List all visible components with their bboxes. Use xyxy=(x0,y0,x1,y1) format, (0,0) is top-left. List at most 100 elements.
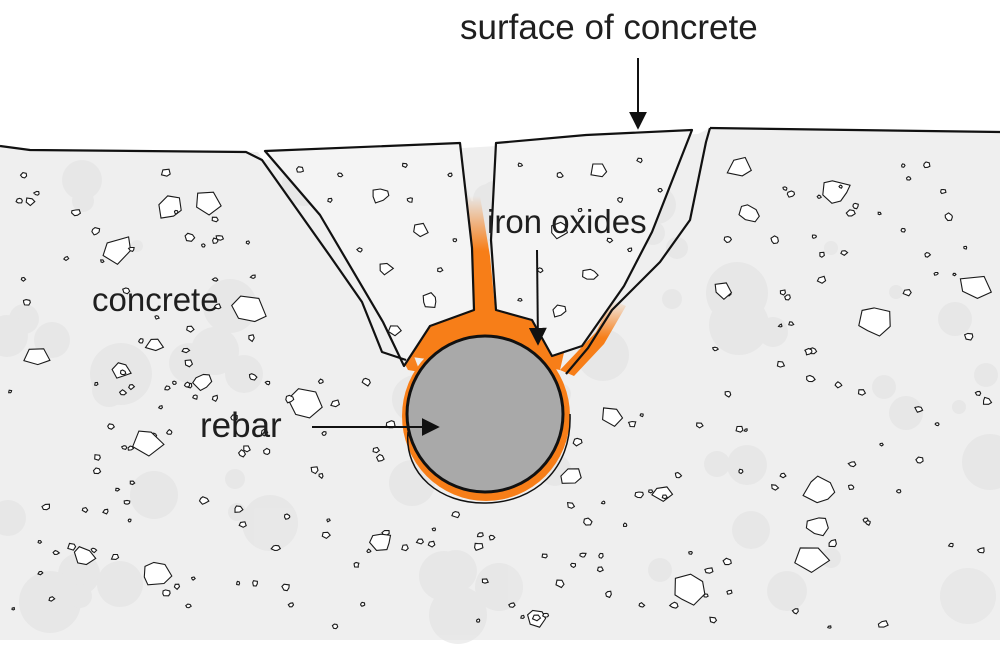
aggregate-stone xyxy=(709,616,718,624)
aggregate-stone xyxy=(452,238,458,243)
texture-spot xyxy=(0,315,28,357)
aggregate-stone xyxy=(622,522,628,527)
aggregate-stone xyxy=(569,562,577,569)
aggregate-stone xyxy=(372,446,381,454)
aggregate-stone xyxy=(940,188,947,195)
aggregate-stone xyxy=(185,603,192,609)
aggregate-stone xyxy=(212,237,219,244)
aggregate-stone xyxy=(661,494,668,500)
aggregate-stone xyxy=(198,496,210,505)
aggregate-stone xyxy=(11,606,16,611)
aggregate-stone xyxy=(827,625,832,629)
rebar-label: rebar xyxy=(200,406,282,445)
aggregate-stone xyxy=(415,538,425,545)
aggregate-stone xyxy=(475,618,481,623)
aggregate-stone xyxy=(952,272,957,277)
aggregate-stone xyxy=(560,468,582,484)
aggregate-stone xyxy=(877,620,889,628)
aggregate-stone xyxy=(901,163,906,168)
aggregate-stone xyxy=(944,212,953,222)
aggregate-stone xyxy=(447,172,453,178)
aggregate-stone xyxy=(192,394,198,400)
aggregate-stone xyxy=(726,156,753,177)
aggregate-stone xyxy=(572,437,583,447)
texture-spot xyxy=(419,551,469,601)
iron-oxides-arrow xyxy=(528,249,547,346)
aggregate-stone xyxy=(264,380,271,386)
aggregate-stone xyxy=(52,549,61,555)
aggregate-stone xyxy=(779,289,786,296)
aggregate-stones xyxy=(8,156,993,630)
aggregate-stone xyxy=(94,381,99,386)
aggregate-stone xyxy=(15,197,23,204)
aggregate-stone xyxy=(310,466,319,475)
aggregate-stone xyxy=(974,390,982,396)
aggregate-stone xyxy=(556,171,564,178)
spalled-fragment-left xyxy=(263,141,476,368)
aggregate-stone xyxy=(157,405,164,410)
aggregate-stone xyxy=(879,442,884,447)
aggregate-stone xyxy=(476,532,484,538)
aggregate-stone xyxy=(366,548,372,554)
texture-spot xyxy=(666,237,688,259)
aggregate-stone xyxy=(102,236,132,266)
aggregate-stone xyxy=(552,304,567,318)
texture-spot xyxy=(19,571,81,633)
aggregate-stone xyxy=(401,544,409,552)
aggregate-stone xyxy=(474,542,484,551)
aggregate-stone xyxy=(819,251,825,258)
iron-oxides-label: iron oxides xyxy=(487,203,647,240)
aggregate-stone xyxy=(237,449,247,458)
texture-spot xyxy=(130,471,178,519)
aggregate-stone xyxy=(191,576,196,581)
aggregate-stone xyxy=(915,456,924,464)
aggregate-stone xyxy=(816,275,827,284)
aggregate-stone xyxy=(437,267,444,273)
aggregate-stone xyxy=(211,277,219,282)
aggregate-stone xyxy=(784,294,791,301)
aggregate-stone xyxy=(160,168,171,177)
aggregate-stone xyxy=(634,491,644,499)
aggregate-stone xyxy=(406,197,414,203)
aggregate-stone xyxy=(122,287,131,295)
aggregate-stone xyxy=(905,175,912,181)
aggregate-stone xyxy=(924,252,932,258)
aggregate-stone xyxy=(107,423,116,430)
aggregate-stone xyxy=(181,347,191,354)
aggregate-stone xyxy=(857,389,867,396)
texture-spot xyxy=(974,363,998,387)
concrete-label: concrete xyxy=(92,281,219,318)
aggregate-stone xyxy=(451,511,461,519)
aggregate-stone xyxy=(582,268,599,280)
aggregate-stone xyxy=(186,325,195,333)
aggregate-stone xyxy=(317,378,324,385)
aggregate-stone xyxy=(738,204,760,223)
texture-spot xyxy=(68,584,92,608)
aggregate-stone xyxy=(822,180,851,204)
aggregate-stone xyxy=(933,271,939,276)
texture-spot xyxy=(980,463,1000,483)
aggregate-stone xyxy=(245,240,251,245)
aggregate-stone xyxy=(600,500,606,505)
aggregate-stone xyxy=(583,517,593,526)
aggregate-stone xyxy=(238,521,247,528)
aggregate-stone xyxy=(196,191,222,216)
aggregate-stone xyxy=(37,540,43,545)
aggregate-stone xyxy=(23,348,51,366)
aggregate-stone xyxy=(895,489,902,494)
aggregate-stone xyxy=(858,307,891,337)
aggregate-stone xyxy=(243,445,251,453)
aggregate-stone xyxy=(551,221,569,240)
aggregate-stone xyxy=(617,197,624,204)
aggregate-stone xyxy=(359,601,366,607)
aggregate-stone xyxy=(91,227,101,236)
aggregate-stone xyxy=(738,468,744,475)
aggregate-stone xyxy=(94,454,101,461)
aggregate-stone xyxy=(361,377,371,387)
aggregate-stone xyxy=(847,461,857,468)
aggregate-stone xyxy=(555,579,565,589)
aggregate-stone xyxy=(211,216,219,223)
aggregate-stone xyxy=(714,282,733,301)
aggregate-stone xyxy=(172,380,177,385)
texture-spot xyxy=(767,571,807,611)
